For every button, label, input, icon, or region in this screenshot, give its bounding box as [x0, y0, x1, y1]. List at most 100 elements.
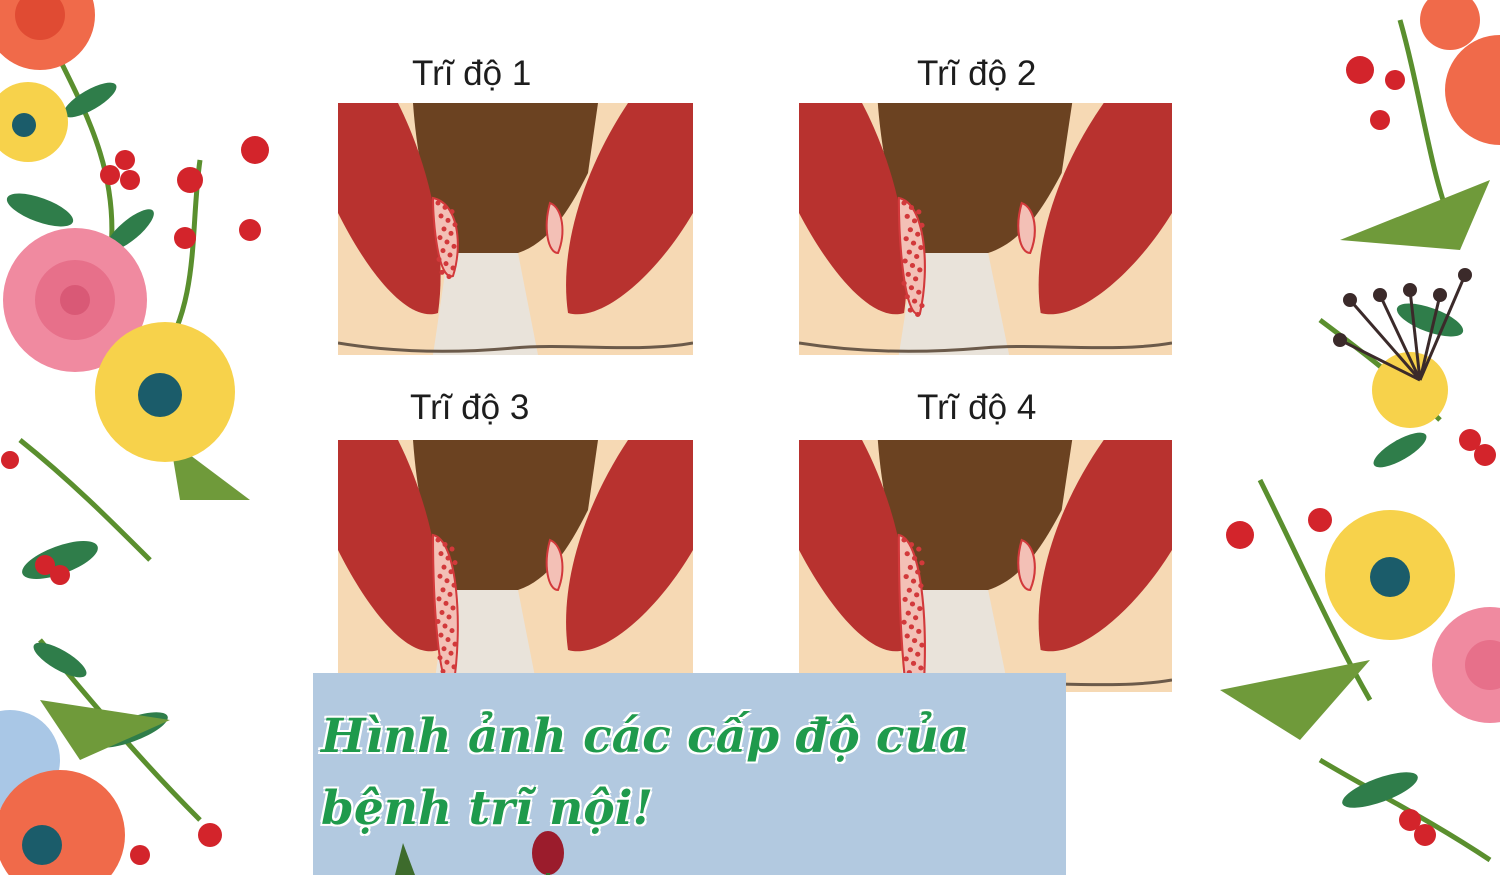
hemorrhoid-dot — [904, 213, 910, 219]
hemorrhoid-dot — [442, 542, 448, 548]
stage-2-label: Trĩ độ 2 — [917, 54, 1037, 93]
right-muscle — [1038, 440, 1172, 652]
hemorrhoid-dot — [910, 240, 917, 246]
hemorrhoid-dot — [440, 668, 446, 674]
anal-canal — [433, 253, 538, 355]
left-muscle — [338, 440, 441, 652]
hemorrhoid-dot — [448, 569, 454, 575]
hemorrhoid-dot — [916, 209, 922, 215]
hemorrhoid-dot — [439, 609, 445, 615]
stage-3-label: Trĩ độ 3 — [410, 388, 530, 427]
hemorrhoid-dot — [435, 619, 441, 625]
hemorrhoid-right — [545, 201, 564, 255]
hemorrhoid-dot — [441, 646, 447, 652]
hemorrhoid-dot — [919, 303, 925, 309]
hemorrhoid-dot — [452, 560, 458, 566]
hemorrhoid-dot — [907, 564, 914, 570]
hemorrhoid-dot — [919, 560, 925, 566]
hemorrhoid-dot — [436, 596, 442, 602]
hemorrhoid-dot — [437, 655, 443, 661]
hemorrhoid-dot — [437, 573, 443, 579]
hemorrhoid-dot — [913, 615, 919, 621]
hemorrhoid-dot — [444, 659, 450, 665]
hemorrhoid-dot — [904, 633, 910, 639]
hemorrhoid-dot — [448, 650, 454, 656]
hemorrhoid-dot — [910, 660, 917, 666]
hemorrhoid-dot — [901, 537, 907, 543]
hemorrhoid-dot — [916, 628, 922, 634]
hemorrhoid-dot — [443, 261, 449, 267]
hemorrhoid-dot — [919, 642, 925, 648]
stage-2-illustration — [799, 103, 1172, 355]
left-muscle — [799, 103, 907, 315]
anatomy-svg — [338, 440, 693, 692]
hemorrhoid-dot — [908, 624, 915, 630]
hemorrhoid-dot — [444, 578, 450, 584]
hemorrhoid-dot — [445, 217, 451, 223]
left-muscle — [799, 440, 907, 652]
hemorrhoid-dot — [905, 610, 911, 616]
hemorrhoid-dot — [447, 591, 453, 597]
hemorrhoid-dot — [439, 269, 445, 275]
hemorrhoid-dot — [918, 245, 924, 251]
hemorrhoid-right — [545, 538, 564, 592]
anal-canal — [898, 590, 1010, 692]
hemorrhoid-dot — [444, 239, 450, 245]
stage-1-illustration — [338, 103, 693, 355]
anatomy-svg — [799, 103, 1172, 355]
hemorrhoid-dot — [901, 619, 907, 625]
hemorrhoid-dot — [908, 285, 915, 291]
floral-decoration-left — [0, 0, 269, 875]
hemorrhoid-dot — [452, 641, 458, 647]
hemorrhoid-dot — [451, 243, 457, 249]
hemorrhoid-dot — [902, 596, 908, 602]
hemorrhoid-dot — [914, 254, 920, 260]
hemorrhoid-right — [1017, 201, 1036, 255]
hemorrhoid-dot — [437, 235, 443, 241]
hemorrhoid-dot — [904, 551, 910, 557]
hemorrhoid-dot — [451, 664, 457, 670]
anal-canal — [898, 253, 1010, 355]
stage-4-label: Trĩ độ 4 — [917, 388, 1037, 427]
hemorrhoid-dot — [442, 623, 448, 629]
hemorrhoid-dot — [903, 574, 909, 580]
hemorrhoid-dot — [449, 546, 455, 552]
hemorrhoid-right — [1017, 538, 1036, 592]
hemorrhoid-dot — [445, 555, 451, 561]
hemorrhoid-dot — [907, 307, 914, 313]
floral-decoration-right — [1220, 0, 1500, 863]
hemorrhoid-dot — [451, 582, 457, 588]
hemorrhoid-dot — [907, 227, 914, 233]
hemorrhoid-dot — [911, 218, 918, 224]
hemorrhoid-dot — [908, 204, 915, 210]
hemorrhoid-dot — [436, 256, 442, 262]
hemorrhoid-dot — [452, 222, 458, 228]
hemorrhoid-dot — [911, 555, 918, 561]
hemorrhoid-dot — [918, 665, 924, 671]
left-muscle — [338, 103, 441, 315]
hemorrhoid-dot — [905, 271, 911, 277]
hemorrhoid-dot — [442, 204, 448, 210]
stage-3-illustration — [338, 440, 693, 692]
hemorrhoid-dot — [907, 647, 914, 653]
hemorrhoid-dot — [445, 637, 451, 643]
hemorrhoid-dot — [902, 258, 908, 264]
hemorrhoid-dot — [909, 262, 916, 268]
hemorrhoid-dot — [908, 542, 915, 548]
hemorrhoid-dot — [917, 267, 923, 273]
hemorrhoid-dot — [914, 592, 920, 598]
hemorrhoid-dot — [916, 546, 922, 552]
hemorrhoid-dot — [911, 298, 918, 304]
hemorrhoid-dot — [446, 614, 452, 620]
hemorrhoid-dot — [447, 252, 453, 258]
hemorrhoid-dot — [450, 265, 456, 271]
hemorrhoid-dot — [438, 632, 444, 638]
hemorrhoid-dot — [915, 569, 921, 575]
hemorrhoid-dot — [443, 600, 449, 606]
hemorrhoid-dot — [906, 587, 912, 593]
skin-outline — [799, 341, 1172, 353]
hemorrhoid-dot — [435, 537, 441, 543]
hemorrhoid-dot — [446, 274, 452, 280]
hemorrhoid-dot — [438, 551, 444, 557]
hemorrhoid-dot — [915, 312, 921, 318]
